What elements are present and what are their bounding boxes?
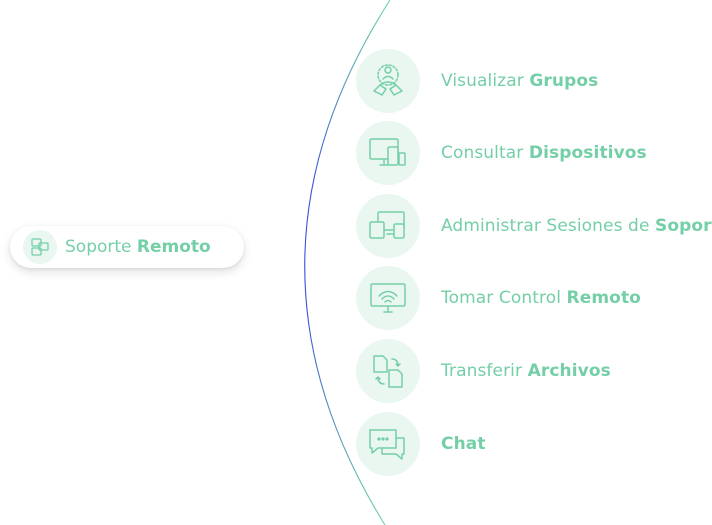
file-transfer-icon <box>356 339 420 403</box>
item-label-light: Transferir <box>441 361 523 381</box>
item-label-light: Consultar <box>441 143 524 163</box>
item-label: Chat <box>441 434 486 454</box>
remote-support-icon <box>23 230 57 264</box>
item-label-bold: Remoto <box>566 288 641 308</box>
item-label-bold: Grupos <box>529 71 599 91</box>
sessions-icon <box>356 194 420 258</box>
chat-icon <box>356 412 420 476</box>
item-label-bold: Soporte <box>655 216 712 236</box>
item-tomar-control-remoto[interactable]: Tomar Control Remoto <box>356 266 641 330</box>
item-label: Visualizar Grupos <box>441 71 598 91</box>
groups-icon <box>356 49 420 113</box>
item-label: Transferir Archivos <box>441 361 611 381</box>
item-consultar-dispositivos[interactable]: Consultar Dispositivos <box>356 121 647 185</box>
item-label: Administrar Sesiones de Soporte <box>441 216 712 236</box>
item-label-light: Tomar Control <box>441 288 562 308</box>
item-label-light: Administrar Sesiones de <box>441 216 650 236</box>
pill-label-light: Soporte <box>65 237 132 257</box>
item-label: Tomar Control Remoto <box>441 288 641 308</box>
item-label: Consultar Dispositivos <box>441 143 647 163</box>
item-administrar-sesiones[interactable]: Administrar Sesiones de Soporte <box>356 194 712 258</box>
pill-label-bold: Remoto <box>136 237 211 257</box>
pill-label: Soporte Remoto <box>65 237 211 257</box>
devices-icon <box>356 121 420 185</box>
item-label-bold: Archivos <box>527 361 611 381</box>
soporte-remoto-pill[interactable]: Soporte Remoto <box>10 226 244 268</box>
item-chat[interactable]: Chat <box>356 412 486 476</box>
item-label-bold: Dispositivos <box>528 143 647 163</box>
item-label-light: Visualizar <box>441 71 524 91</box>
item-label-bold: Chat <box>441 434 486 454</box>
item-transferir-archivos[interactable]: Transferir Archivos <box>356 339 611 403</box>
remote-control-icon <box>356 266 420 330</box>
item-visualizar-grupos[interactable]: Visualizar Grupos <box>356 49 598 113</box>
